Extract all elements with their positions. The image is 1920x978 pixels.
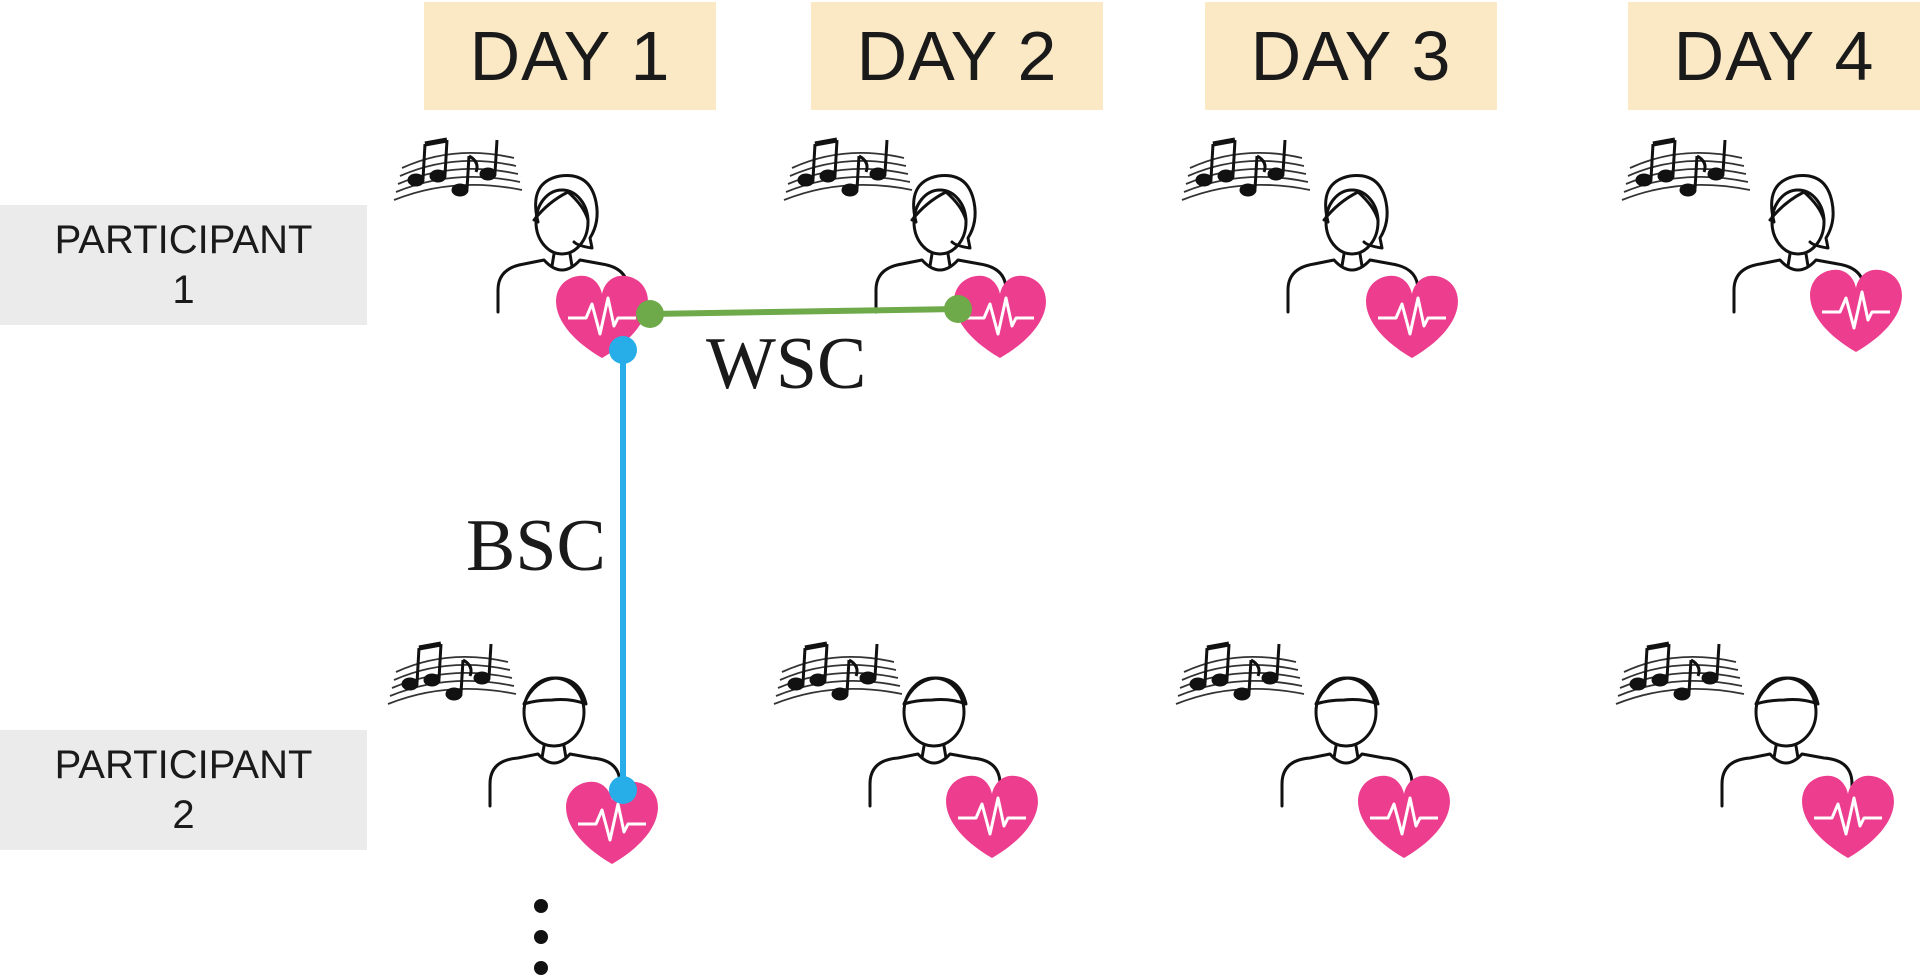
wsc-connection <box>636 295 972 328</box>
day-header-2: DAY 2 <box>811 2 1103 110</box>
bsc-connection <box>609 336 637 804</box>
participant-label-2-line1: PARTICIPANT <box>54 743 313 787</box>
music-notes-icon <box>1182 140 1310 200</box>
participant-label-2-line2: 2 <box>172 793 195 837</box>
music-notes-icon <box>1176 644 1304 704</box>
music-notes-icon <box>388 644 516 704</box>
participant-label-1: PARTICIPANT 1 <box>0 205 367 325</box>
music-notes-icon <box>1616 644 1744 704</box>
heart-rate-icon <box>1800 774 1896 860</box>
heart-rate-icon <box>1808 268 1904 354</box>
music-notes-icon <box>394 140 522 200</box>
heart-rate-icon <box>1356 774 1452 860</box>
music-notes-icon <box>774 644 902 704</box>
participant-label-1-line1: PARTICIPANT <box>54 218 313 262</box>
bsc-label: BSC <box>466 505 606 587</box>
participant-label-2: PARTICIPANT 2 <box>0 730 367 850</box>
ellipsis-icon <box>534 899 548 975</box>
day-header-4: DAY 4 <box>1628 2 1920 110</box>
day-header-3: DAY 3 <box>1205 2 1497 110</box>
participant-label-1-line2: 1 <box>172 268 195 312</box>
day-header-1: DAY 1 <box>424 2 716 110</box>
music-notes-icon <box>784 140 912 200</box>
heart-rate-icon <box>1364 274 1460 360</box>
heart-rate-icon <box>944 774 1040 860</box>
wsc-label: WSC <box>706 323 866 405</box>
music-notes-icon <box>1622 140 1750 200</box>
